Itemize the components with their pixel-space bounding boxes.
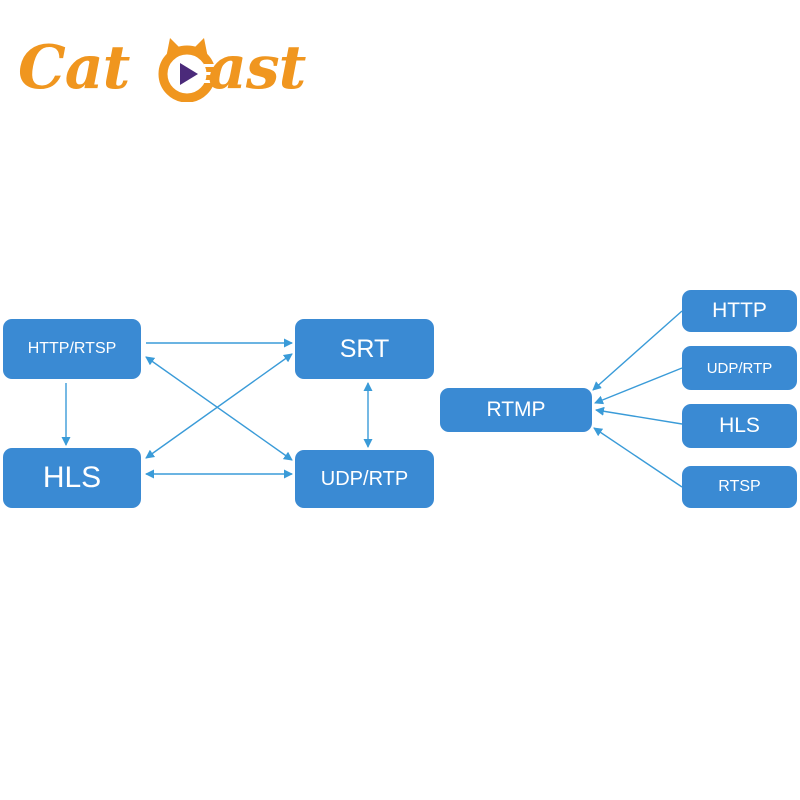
node-rtmp: RTMP: [440, 388, 592, 432]
node-hls-right: HLS: [682, 404, 797, 448]
edge-httprtsp-udprtp: [145, 356, 293, 461]
node-udp-rtp-left: UDP/RTP: [295, 450, 434, 508]
node-rtsp-right: RTSP: [682, 466, 797, 508]
node-http-right: HTTP: [682, 290, 797, 332]
edge-rtsp-to-rtmp: [593, 427, 683, 488]
logo-text-right: ast: [208, 33, 306, 103]
node-srt: SRT: [295, 319, 434, 379]
catcast-logo: Cat ast: [18, 28, 348, 108]
node-hls-left: HLS: [3, 448, 141, 508]
node-http-rtsp: HTTP/RTSP: [3, 319, 141, 379]
node-udp-rtp-right: UDP/RTP: [682, 346, 797, 390]
cat-head-play-icon: [158, 38, 216, 102]
edge-http-to-rtmp: [592, 310, 683, 391]
edge-udprtp-to-rtmp: [594, 367, 683, 405]
logo-text-left: Cat: [18, 33, 130, 103]
edge-hls-srt: [145, 353, 293, 459]
edge-hls-to-rtmp: [595, 406, 683, 425]
